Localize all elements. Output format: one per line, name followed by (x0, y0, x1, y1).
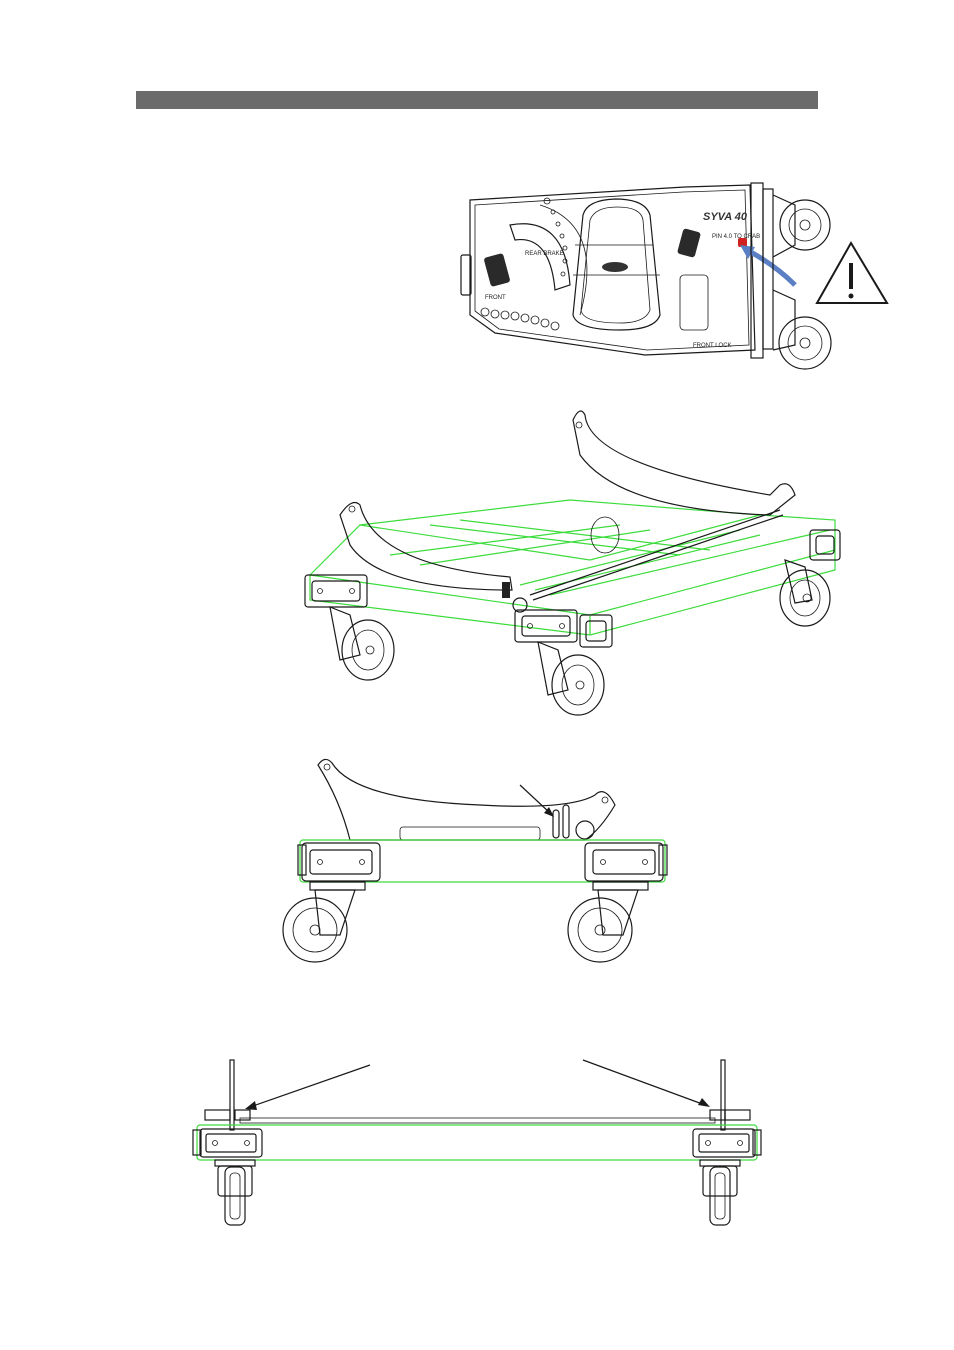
arrow-right (583, 1060, 705, 1105)
blue-arrow (747, 250, 795, 285)
header-bar (136, 91, 818, 109)
figure-4-dolly-front-view (185, 1055, 770, 1235)
figure-2-dolly-isometric (290, 405, 850, 725)
end-cap-right (585, 843, 663, 881)
angle-scale-ticks (544, 198, 567, 276)
left-arm (340, 503, 512, 590)
castor-right (568, 882, 648, 962)
warning-triangle-icon (817, 243, 887, 303)
pin-arrow (520, 785, 550, 813)
figure-1-speaker-side-view: SYVA 40 PIN 4.0 TO CRAB FRONT REAR BRAKE… (455, 175, 895, 380)
figure-3-dolly-side-view (280, 755, 680, 970)
label-pin: PIN 4.0 TO CRAB (712, 234, 760, 240)
castor-right (700, 1160, 740, 1225)
castor-front-left (330, 607, 394, 680)
castor-left (215, 1160, 255, 1225)
label-front-lock: FRONT LOCK (693, 343, 732, 349)
castor-front-right (538, 642, 604, 715)
arrow-left (250, 1065, 370, 1107)
arm (318, 759, 615, 840)
label-rear-brake: REAR BRAKE (525, 251, 564, 257)
end-cap-left (200, 1129, 262, 1157)
end-cap-front-left (305, 575, 367, 607)
label-front: FRONT (485, 295, 506, 301)
end-cap-left (302, 843, 380, 881)
castor-bottom (779, 317, 831, 369)
end-cap-front-right (515, 610, 577, 642)
castor-left (283, 882, 365, 962)
post-left (230, 1060, 234, 1130)
model-text: SYVA 40 (703, 211, 748, 223)
pin (553, 810, 559, 838)
castor-top (780, 200, 830, 250)
castor-back-right (780, 560, 830, 626)
right-arm (573, 411, 795, 515)
end-cap-right (693, 1129, 755, 1157)
pin-holes (481, 308, 559, 330)
